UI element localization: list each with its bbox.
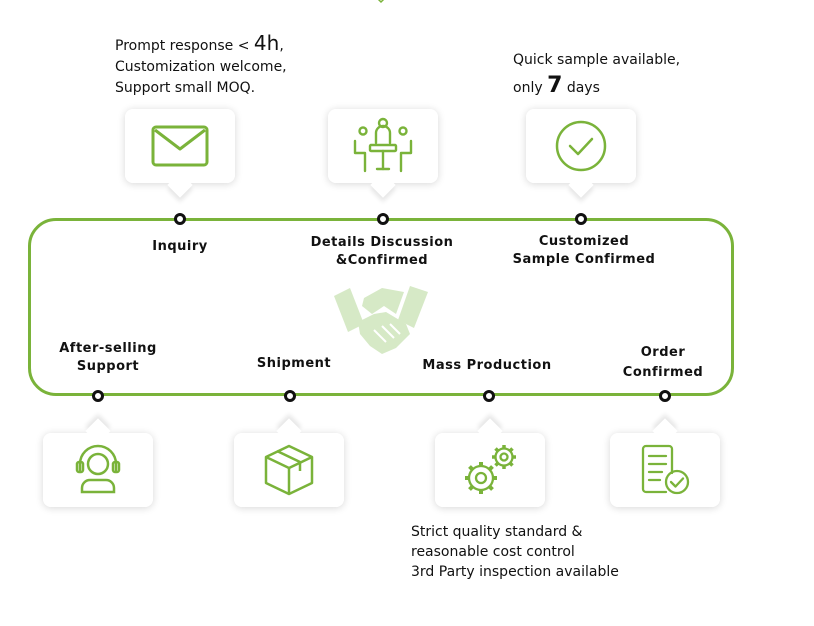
gears-icon (465, 445, 516, 494)
sample-node (575, 213, 587, 225)
envelope-icon (151, 125, 209, 167)
order-card (610, 418, 720, 507)
sample-label: Customized Sample Confirmed (513, 233, 656, 269)
sample-note-prefix: only (513, 80, 548, 96)
production-node (483, 390, 495, 402)
sample-label-line1: Customized (538, 234, 630, 249)
order-label-line1: Order (640, 345, 686, 360)
shipment-label: Shipment (257, 355, 331, 373)
headset-person-icon (75, 444, 121, 494)
handshake-icon (334, 286, 428, 354)
inquiry-note-line3: Support small MOQ. (115, 80, 256, 96)
inquiry-note: Prompt response < 4h, Customization welc… (115, 33, 287, 99)
sample-card (526, 109, 636, 198)
inquiry-note-prefix: Prompt response < (115, 38, 254, 54)
details-node (377, 213, 389, 225)
production-note-line3: 3rd Party inspection available (411, 564, 619, 580)
sample-label-line2: Sample Confirmed (512, 252, 656, 267)
inquiry-card (125, 109, 235, 198)
production-note: Strict quality standard & reasonable cos… (411, 522, 619, 582)
inquiry-node (174, 213, 186, 225)
sample-note-suffix: days (562, 80, 600, 96)
box-icon (264, 444, 314, 496)
sample-note-line2: only 7 days (513, 73, 680, 101)
sample-note: Quick sample available, only 7 days (513, 48, 680, 101)
shipment-node (284, 390, 296, 402)
support-card (43, 418, 153, 507)
support-label-line1: After-selling (59, 341, 157, 356)
check-circle-icon (555, 120, 607, 172)
production-card (435, 418, 545, 507)
order-label-line2: Confirmed (622, 365, 704, 380)
chevron-down-icon (377, 0, 385, 4)
meeting-table-icon (353, 117, 413, 173)
shipment-label-text: Shipment (256, 356, 332, 371)
card-face (125, 109, 235, 183)
details-label-line2: &Confirmed (335, 253, 429, 268)
sample-note-line1: Quick sample available, (513, 52, 681, 68)
order-label: Order Confirmed (623, 343, 703, 383)
details-label: Details Discussion &Confirmed (311, 234, 454, 270)
support-label: After-selling Support (59, 340, 157, 376)
inquiry-label-text: Inquiry (152, 239, 208, 254)
document-check-icon (641, 444, 690, 495)
production-note-line2: reasonable cost control (411, 544, 575, 560)
order-node (659, 390, 671, 402)
sample-note-days: 7 (547, 73, 563, 98)
details-card (328, 109, 438, 198)
production-label: Mass Production (422, 357, 551, 375)
inquiry-note-line1: Prompt response < 4h, (115, 33, 287, 57)
support-label-line2: Support (76, 359, 140, 374)
production-label-text: Mass Production (422, 358, 552, 373)
details-label-line1: Details Discussion (310, 235, 454, 250)
inquiry-note-suffix: , (279, 38, 284, 54)
production-note-line1: Strict quality standard & (411, 524, 583, 540)
inquiry-note-hours: 4h (253, 31, 280, 55)
inquiry-note-line2: Customization welcome, (115, 59, 287, 75)
support-node (92, 390, 104, 402)
inquiry-label: Inquiry (152, 238, 208, 256)
shipment-card (234, 418, 344, 507)
